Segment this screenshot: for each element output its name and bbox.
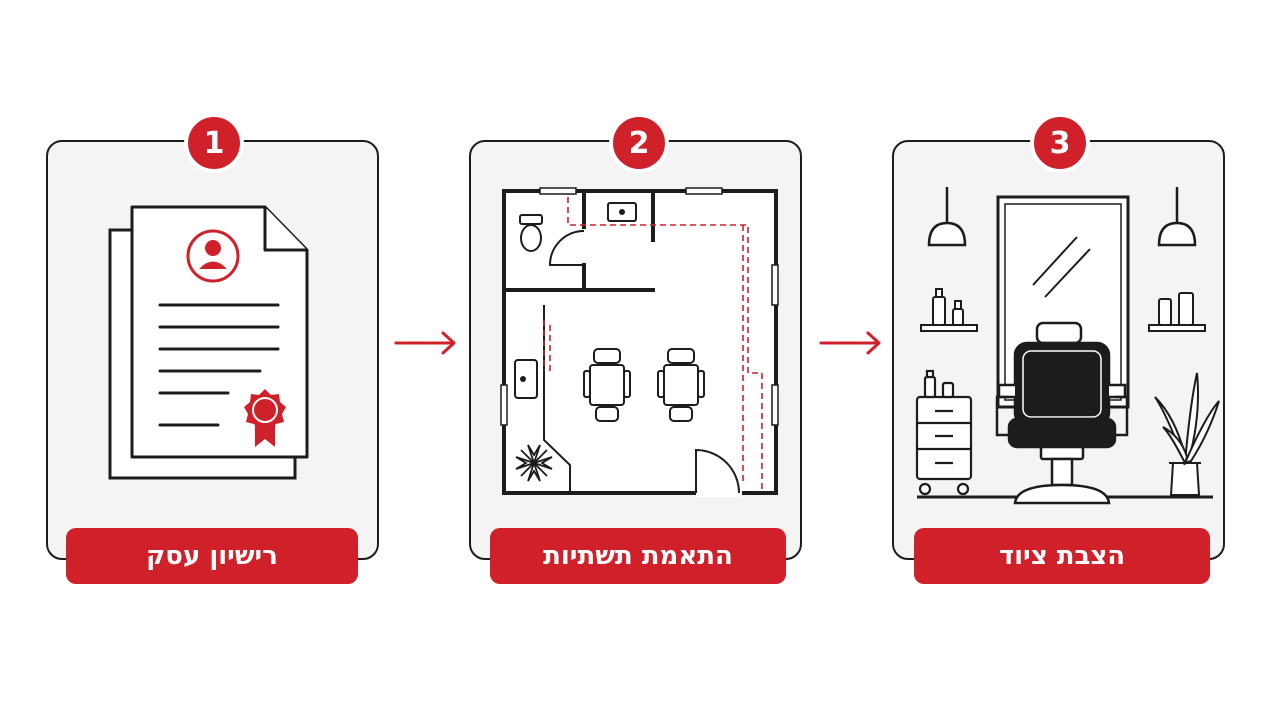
step-title-2: התאמת תשתיות <box>490 528 786 584</box>
step-number-badge-2: 2 <box>609 113 669 173</box>
barber-chair-equipment-icon <box>915 187 1220 505</box>
floor-plan-icon <box>500 187 779 497</box>
step-number-badge-3: 3 <box>1030 113 1090 173</box>
arrow-right-icon <box>819 331 881 355</box>
step-title-1: רישיון עסק <box>66 528 358 584</box>
step-title-3: הצבת ציוד <box>914 528 1210 584</box>
step-number-badge-1: 1 <box>184 113 244 173</box>
business-license-document-icon <box>108 205 309 480</box>
arrow-right-icon <box>394 331 456 355</box>
